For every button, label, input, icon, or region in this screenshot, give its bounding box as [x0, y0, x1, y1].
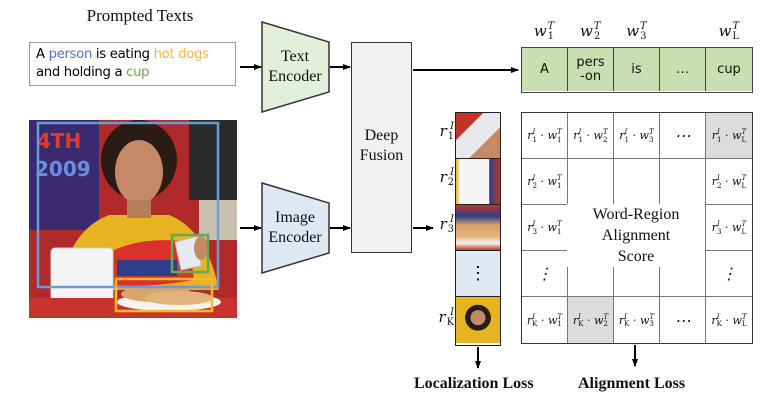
region-crop-ellipsis: ⋮	[456, 251, 500, 297]
prompt-sentence: A person is eating hot dogs and holding …	[36, 47, 209, 80]
text-encoder: Text Encoder	[262, 47, 328, 87]
svg-text:4TH: 4TH	[37, 129, 81, 153]
alignment-cell-empty	[568, 159, 614, 205]
image-encoder-shape	[261, 181, 330, 275]
photo-illustration: 4TH 2009	[29, 120, 237, 318]
alignment-score-line-1: Word-Region	[592, 206, 680, 223]
localization-loss-label: Localization Loss	[414, 375, 534, 392]
bbox-hot-dogs	[114, 277, 214, 313]
prompt-segment: and holding a	[36, 65, 127, 80]
prompt-segment: person	[48, 47, 93, 62]
svg-text:2009: 2009	[35, 157, 91, 181]
deep-fusion-label-2: Fusion	[359, 147, 404, 164]
alignment-cell: ⋮	[706, 251, 752, 297]
prompt-segment: hot dogs	[153, 47, 209, 62]
alignment-loss-label: Alignment Loss	[578, 375, 686, 392]
image-encoder-label-2: Encoder	[268, 229, 322, 246]
prompt-segment: A	[36, 47, 49, 62]
hot-dog-2	[145, 291, 213, 305]
region-crop-person	[456, 297, 500, 343]
image-encoder-label-1: Image	[275, 209, 315, 226]
region-crop-pitcher	[456, 159, 500, 205]
region-crop-column: ⋮	[455, 112, 501, 346]
deep-fusion-label-1: Deep	[364, 127, 399, 144]
prompt-text-box: A person is eating hot dogs and holding …	[29, 42, 236, 86]
word-token: is	[614, 48, 660, 91]
alignment-cell-empty	[614, 159, 660, 205]
word-token: cup	[706, 48, 752, 91]
deep-fusion-label: Deep Fusion	[351, 126, 412, 166]
alignment-cell: ⋯	[660, 113, 706, 159]
person-face	[115, 140, 163, 204]
bbox-person	[36, 121, 220, 289]
alignment-score-label: Word-Region Alignment Score	[567, 204, 705, 267]
alignment-score-line-3: Score	[617, 248, 655, 265]
text-encoder-label-2: Encoder	[268, 68, 322, 85]
text-encoder-shape	[261, 20, 330, 114]
prompt-segment: cup	[126, 65, 150, 80]
alignment-cell: ⋮	[522, 251, 568, 297]
region-crop-cup	[456, 113, 500, 159]
image-encoder: Image Encoder	[262, 208, 328, 248]
alignment-cell-empty	[660, 159, 706, 205]
word-token: …	[660, 48, 706, 91]
text-encoder-label-1: Text	[280, 48, 310, 65]
word-token: pers -on	[568, 48, 614, 91]
bbox-cup	[170, 233, 210, 274]
word-token: A	[522, 48, 568, 91]
alignment-score-line-2: Alignment	[601, 227, 671, 244]
alignment-cell: ⋯	[660, 297, 706, 343]
banner-background	[29, 120, 99, 230]
prompted-texts-title: Prompted Texts	[86, 6, 194, 25]
input-image: 4TH 2009	[29, 120, 237, 318]
region-crop-hot-dogs	[456, 205, 500, 251]
deep-fusion-box	[351, 42, 412, 253]
prompt-segment: is eating	[92, 47, 154, 62]
